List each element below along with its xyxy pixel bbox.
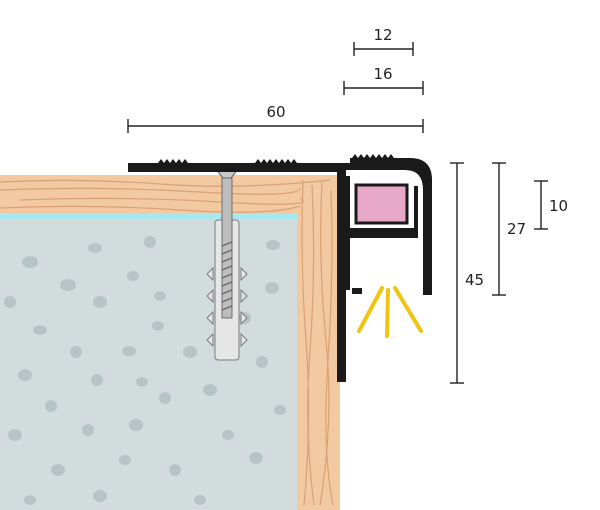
dimension-height-45: 45 — [450, 162, 484, 384]
dimension-width-16: 16 — [343, 65, 424, 95]
wood-step — [0, 175, 340, 510]
light-rays — [357, 286, 423, 338]
dimension-width-12: 12 — [353, 26, 414, 56]
label-27: 27 — [507, 220, 526, 238]
dimension-width-60: 60 — [127, 103, 424, 133]
label-10: 10 — [549, 197, 568, 215]
nosing-profile — [128, 154, 432, 382]
dimension-height-27: 27 — [492, 162, 526, 296]
led-strip — [354, 183, 409, 225]
dimension-height-10: 10 — [534, 180, 568, 230]
label-16: 16 — [373, 65, 392, 83]
label-45: 45 — [465, 271, 484, 289]
label-60: 60 — [266, 103, 285, 121]
concrete-substrate — [0, 219, 297, 510]
adhesive-layer — [0, 213, 297, 219]
label-12: 12 — [373, 26, 392, 44]
screw-dowel — [206, 167, 248, 361]
